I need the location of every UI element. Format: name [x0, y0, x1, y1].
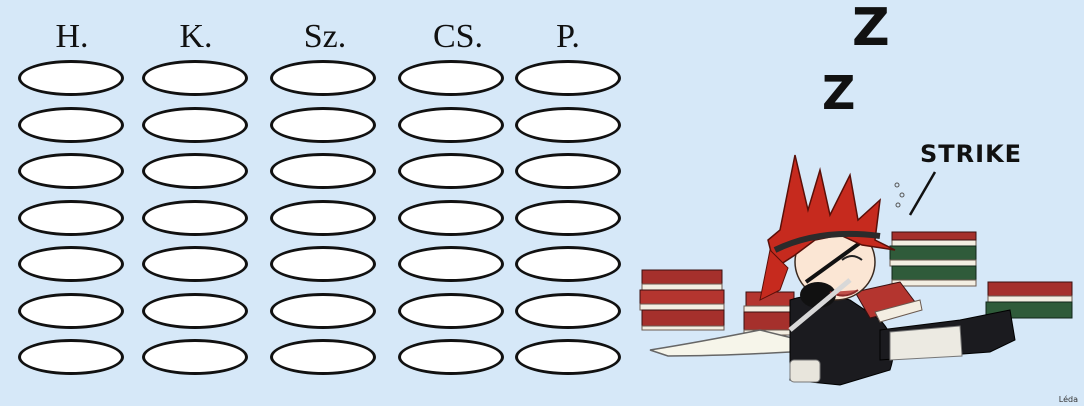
thought-bubble-dot: [899, 192, 905, 198]
timetable-cell: [270, 60, 376, 96]
timetable-cell: [270, 153, 376, 189]
thought-bubble-dot: [895, 202, 901, 208]
timetable-cell: [270, 339, 376, 375]
timetable-cell: [18, 339, 124, 375]
timetable-cell: [398, 246, 504, 282]
timetable-cell: [270, 292, 376, 329]
column-header-p: P.: [556, 18, 580, 55]
book-stack-left: [639, 269, 725, 331]
book-stack-far-right: [985, 281, 1073, 319]
timetable-cell: [142, 246, 248, 282]
timetable-cell: [270, 106, 376, 143]
timetable-cell: [142, 60, 248, 96]
timetable-cell: [398, 60, 504, 96]
column-header-sz: Sz.: [303, 18, 347, 55]
timetable-cell: [270, 199, 376, 236]
timetable-cell: [398, 292, 504, 329]
timetable-cell: [398, 153, 504, 189]
timetable-cell: [515, 106, 621, 143]
timetable-cell: [515, 292, 621, 329]
sleep-z-small: Z: [822, 66, 856, 120]
artist-signature: Léda: [1058, 395, 1078, 404]
timetable-cell: [270, 246, 376, 282]
character-pants: [889, 325, 963, 361]
timetable-cell: [398, 199, 504, 236]
sword: [788, 278, 852, 332]
timetable-cell: [18, 153, 124, 189]
thought-bubble-dot: [894, 182, 900, 188]
closed-eye: [841, 255, 863, 261]
timetable-cell: [18, 60, 124, 96]
timetable-cell: [515, 153, 621, 189]
scarf: [649, 329, 793, 357]
timetable-cell: [18, 292, 124, 329]
timetable-cell: [18, 246, 124, 282]
timetable-cell: [142, 292, 248, 329]
column-header-cs: CS.: [432, 18, 484, 55]
headband: [773, 230, 881, 253]
speech-pointer-line: [908, 171, 937, 216]
timetable-cell: [142, 199, 248, 236]
sleep-z-large: Z: [852, 0, 890, 58]
timetable-cell: [142, 339, 248, 375]
timetable-cell: [398, 339, 504, 375]
speech-text-strike: STRIKE: [920, 140, 1023, 168]
timetable-cell: [515, 60, 621, 96]
timetable-cell: [18, 199, 124, 236]
book-stack-right-back: [889, 231, 977, 287]
character-boot: [789, 359, 821, 383]
timetable-cell: [515, 339, 621, 375]
column-header-k: K.: [179, 18, 213, 55]
timetable-cell: [515, 246, 621, 282]
timetable-cell: [18, 106, 124, 143]
timetable-cell: [398, 106, 504, 143]
timetable-cell: [142, 106, 248, 143]
column-header-h: H.: [55, 18, 89, 55]
timetable-cell: [515, 199, 621, 236]
timetable-cell: [142, 153, 248, 189]
